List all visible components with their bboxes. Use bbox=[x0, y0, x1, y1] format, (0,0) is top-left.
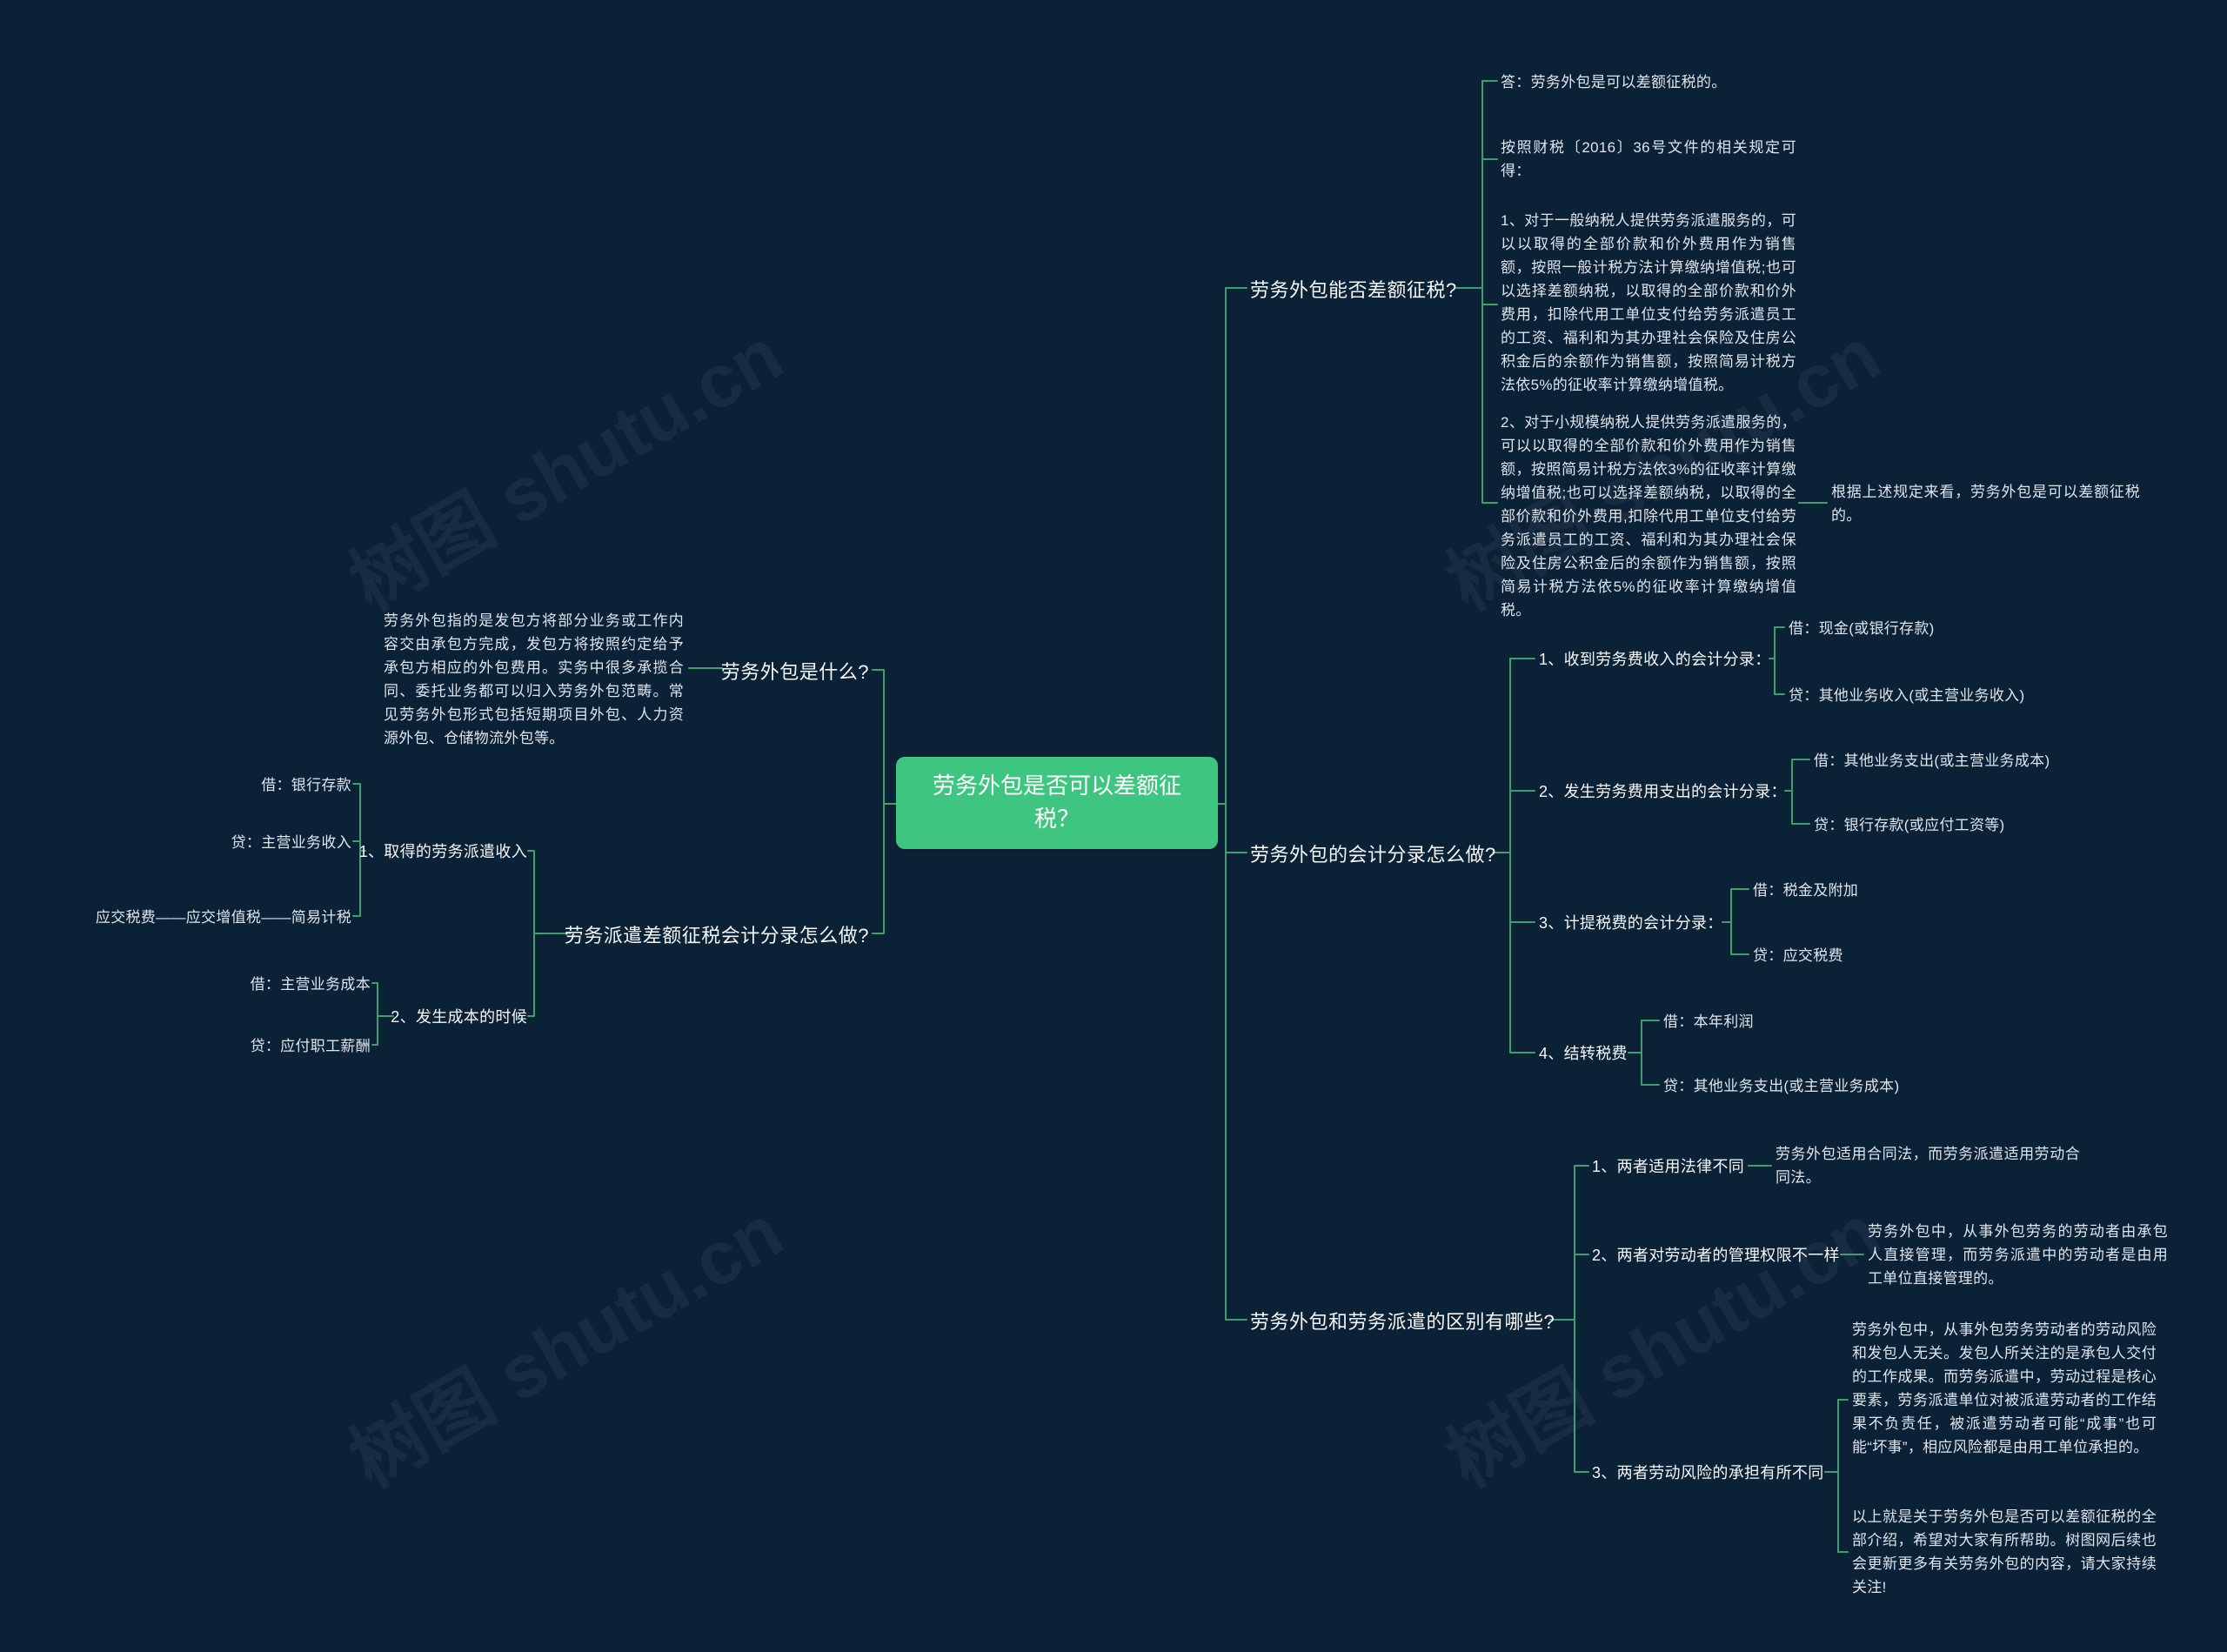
node-entry-expense[interactable]: 2、发生劳务费用支出的会计分录： bbox=[1539, 783, 1787, 800]
node-entry-carryover[interactable]: 4、结转税费 bbox=[1539, 1045, 1628, 1062]
dispatch-income-credit[interactable]: 贷：主营业务收入 bbox=[231, 834, 351, 851]
entry-expense-credit[interactable]: 贷：银行存款(或应付工资等) bbox=[1814, 817, 2005, 833]
entry-carryover-credit[interactable]: 贷：其他业务支出(或主营业务成本) bbox=[1663, 1078, 1900, 1094]
entry-income-debit[interactable]: 借：现金(或银行存款) bbox=[1789, 620, 1935, 637]
topic-differences[interactable]: 劳务外包和劳务派遣的区别有哪些? bbox=[1250, 1311, 1555, 1333]
node-cost-incurred[interactable]: 2、发生成本的时候 bbox=[391, 1008, 527, 1026]
topic-can-differential-tax[interactable]: 劳务外包能否差额征税? bbox=[1250, 279, 1457, 301]
central-topic[interactable]: 劳务外包是否可以差额征税？ bbox=[896, 757, 1218, 849]
node-entry-income[interactable]: 1、收到劳务费收入的会计分录： bbox=[1539, 651, 1771, 668]
node-dispatch-income[interactable]: 1、取得的劳务派遣收入 bbox=[358, 843, 527, 860]
entry-accrual-debit[interactable]: 借：税金及附加 bbox=[1753, 882, 1859, 899]
diff-law-note[interactable]: 劳务外包适用合同法，而劳务派遣适用劳动合同法。 bbox=[1776, 1146, 2080, 1186]
dispatch-income-tax[interactable]: 应交税费——应交增值税——简易计税 bbox=[95, 909, 351, 926]
basis-note[interactable]: 按照财税〔2016〕36号文件的相关规定可得： bbox=[1501, 139, 1796, 179]
definition-note[interactable]: 劳务外包指的是发包方将部分业务或工作内容交由承包方完成，发包方将按照约定给予承包… bbox=[384, 612, 684, 746]
node-diff-risk[interactable]: 3、两者劳动风险的承担有所不同 bbox=[1592, 1464, 1824, 1481]
node-diff-management[interactable]: 2、两者对劳动者的管理权限不一样 bbox=[1592, 1247, 1840, 1264]
cost-credit[interactable]: 贷：应付职工薪酬 bbox=[250, 1038, 371, 1054]
diff-risk-note[interactable]: 劳务外包中，从事外包劳务劳动者的劳动风险和发包人无关。发包人所关注的是承包人交付… bbox=[1852, 1321, 2157, 1455]
topic-dispatch-differential-entries[interactable]: 劳务派遣差额征税会计分录怎么做? bbox=[564, 925, 869, 946]
node-entry-accrual[interactable]: 3、计提税费的会计分录： bbox=[1539, 914, 1723, 932]
cost-debit[interactable]: 借：主营业务成本 bbox=[250, 976, 371, 993]
dispatch-income-debit[interactable]: 借：银行存款 bbox=[261, 777, 351, 793]
general-taxpayer-rule[interactable]: 1、对于一般纳税人提供劳务派遣服务的，可以以取得的全部价款和价外费用作为销售额，… bbox=[1501, 212, 1796, 393]
answer-note[interactable]: 答：劳务外包是可以差额征税的。 bbox=[1501, 74, 1727, 90]
small-taxpayer-rule[interactable]: 2、对于小规模纳税人提供劳务派遣服务的，可以以取得的全部价款和价外费用作为销售额… bbox=[1501, 414, 1796, 619]
closing-summary-note[interactable]: 以上就是关于劳务外包是否可以差额征税的全部介绍，希望对大家有所帮助。树图网后续也… bbox=[1852, 1508, 2157, 1595]
entry-income-credit[interactable]: 贷：其他业务收入(或主营业务收入) bbox=[1789, 687, 2025, 704]
entry-expense-debit[interactable]: 借：其他业务支出(或主营业务成本) bbox=[1814, 752, 2050, 769]
diff-management-note[interactable]: 劳务外包中，从事外包劳务的劳动者由承包人直接管理，而劳务派遣中的劳动者是由用工单… bbox=[1868, 1223, 2168, 1287]
conclusion-note[interactable]: 根据上述规定来看，劳务外包是可以差额征税的。 bbox=[1831, 484, 2140, 524]
entry-accrual-credit[interactable]: 贷：应交税费 bbox=[1753, 947, 1843, 964]
node-diff-law[interactable]: 1、两者适用法律不同 bbox=[1592, 1158, 1745, 1175]
topic-what-is-labor-outsourcing[interactable]: 劳务外包是什么? bbox=[720, 661, 869, 683]
entry-carryover-debit[interactable]: 借：本年利润 bbox=[1663, 1013, 1754, 1030]
topic-accounting-entries[interactable]: 劳务外包的会计分录怎么做? bbox=[1250, 844, 1496, 866]
